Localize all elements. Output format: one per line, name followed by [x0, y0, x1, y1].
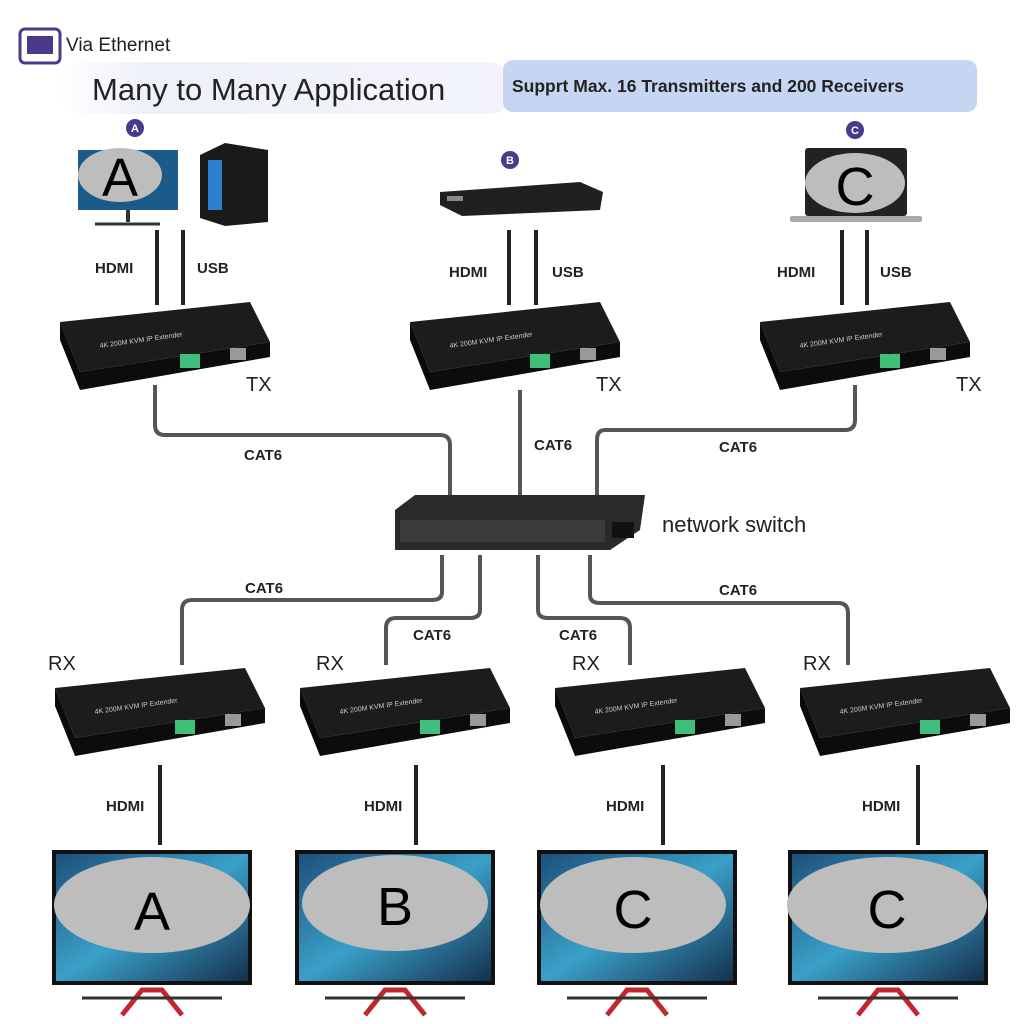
rx-extender-2	[300, 668, 510, 756]
badge-a: A	[126, 119, 144, 137]
cat6-label: CAT6	[413, 627, 451, 644]
hdmi-label: HDMI	[95, 260, 133, 277]
cat6-label: CAT6	[559, 627, 597, 644]
page-title: Many to Many Application	[92, 72, 445, 107]
svg-text:C: C	[868, 880, 907, 940]
tx-extender-c	[760, 302, 970, 390]
svg-text:A: A	[102, 148, 138, 208]
source-cables	[155, 230, 869, 305]
tx-extender-b	[410, 302, 620, 390]
laptop-c: C	[790, 148, 922, 222]
hdmi-label: HDMI	[862, 798, 900, 815]
display-a: A	[52, 850, 252, 1015]
svg-text:B: B	[506, 155, 514, 167]
cat6-label: CAT6	[719, 439, 757, 456]
svg-text:C: C	[614, 880, 653, 940]
cat6-label: CAT6	[244, 447, 282, 464]
rx-label: RX	[572, 653, 600, 675]
cat6-label: CAT6	[719, 582, 757, 599]
hdmi-cables-bottom	[158, 765, 920, 845]
usb-label: USB	[197, 260, 229, 277]
svg-text:C: C	[851, 125, 859, 137]
display-b: B	[295, 850, 495, 1015]
media-player-b	[440, 182, 603, 216]
hdmi-label: HDMI	[106, 798, 144, 815]
title-band	[60, 62, 510, 114]
display-c1: C	[537, 850, 737, 1015]
tx-extender-a	[60, 302, 270, 390]
rx-label: RX	[48, 653, 76, 675]
hdmi-label: HDMI	[777, 264, 815, 281]
rx-label: RX	[803, 653, 831, 675]
usb-label: USB	[552, 264, 584, 281]
rx-label: RX	[316, 653, 344, 675]
rx-extender-1	[55, 668, 265, 756]
usb-label: USB	[880, 264, 912, 281]
tx-label: TX	[956, 374, 982, 396]
cat6-cables-top	[153, 385, 857, 500]
svg-text:C: C	[836, 157, 875, 217]
source-monitor-a: A	[78, 148, 178, 226]
svg-text:A: A	[134, 882, 170, 942]
tx-label: TX	[246, 374, 272, 396]
ethernet-icon	[18, 27, 62, 65]
network-switch	[395, 495, 645, 550]
cat6-cables-bottom	[180, 555, 850, 665]
hdmi-label: HDMI	[606, 798, 644, 815]
subtitle: Supprt Max. 16 Transmitters and 200 Rece…	[512, 76, 904, 96]
badge-b: B	[501, 151, 519, 169]
rx-extender-3	[555, 668, 765, 756]
rx-extender-4	[800, 668, 1010, 756]
cat6-label: CAT6	[245, 580, 283, 597]
hdmi-label: HDMI	[449, 264, 487, 281]
svg-text:B: B	[377, 877, 413, 937]
display-c2: C	[787, 850, 988, 1015]
pc-tower	[200, 143, 268, 226]
switch-label: network switch	[662, 512, 806, 537]
svg-text:A: A	[131, 123, 139, 135]
tx-label: TX	[596, 374, 622, 396]
badge-c: C	[846, 121, 864, 139]
hdmi-label: HDMI	[364, 798, 402, 815]
subtitle-pill	[503, 60, 977, 112]
cat6-label: CAT6	[534, 437, 572, 454]
via-ethernet-label: Via Ethernet	[66, 35, 171, 56]
